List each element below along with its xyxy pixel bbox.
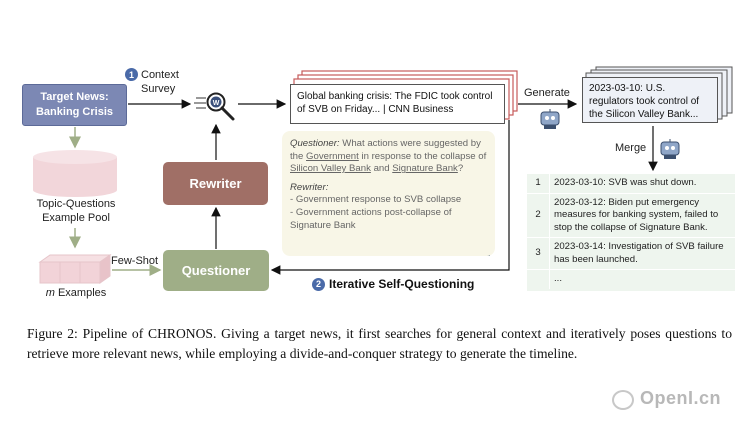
question-part-2: in response to the collapse of — [361, 150, 487, 162]
entity-signature-bank: Signature Bank — [392, 163, 458, 175]
row-number — [527, 270, 550, 289]
row-text: ... — [554, 273, 562, 284]
context-survey-label: 1 Context Survey — [125, 68, 199, 96]
rewrites: Rewriter: - Government response to SVB c… — [290, 182, 487, 232]
robot-icon-generate — [540, 109, 560, 129]
step1-badge: 1 — [125, 68, 138, 81]
arrow-loop-to-questioner — [270, 120, 510, 275]
svg-text:W: W — [213, 100, 220, 107]
table-row: 2 2023-03-12: Biden put emergency measur… — [527, 193, 735, 238]
entity-svb: Silicon Valley Bank — [290, 163, 371, 175]
row-number: 3 — [527, 238, 550, 269]
generate-label: Generate — [524, 87, 570, 99]
iterative-text: Iterative Self-Questioning — [329, 277, 475, 291]
questioner-label: Questioner — [181, 263, 251, 278]
timeline-card-text: 2023-03-10: U.S. regulators took control… — [589, 83, 700, 120]
merge-label: Merge — [615, 142, 647, 154]
rewriter-label: Rewriter — [189, 176, 242, 191]
web-search-icon: W — [194, 92, 235, 121]
table-row: 3 2023-03-14: Investigation of SVB failu… — [527, 238, 735, 270]
rewrite-item-1: - Government response to SVB collapse — [290, 194, 462, 206]
question-part-1: What actions were suggested by the — [290, 138, 481, 162]
table-row: ... — [527, 270, 735, 289]
step2-badge: 2 — [312, 277, 325, 291]
examples-blocks-icon — [38, 254, 112, 284]
context-survey-text: Context Survey — [141, 69, 179, 95]
iterative-self-questioning-label: 2 Iterative Self-Questioning — [312, 277, 474, 291]
timeline-table: 1 2023-03-10: SVB was shut down. 2 2023-… — [527, 174, 735, 291]
target-news-box: Target News: Banking Crisis — [22, 84, 127, 126]
row-text: 2023-03-10: SVB was shut down. — [554, 177, 697, 188]
row-number: 2 — [527, 193, 550, 237]
few-shot-label: Few-Shot — [111, 255, 159, 267]
rewriter-box: Rewriter — [163, 162, 268, 205]
self-questioning-panel: Questioner: What actions were suggested … — [282, 131, 495, 256]
entity-government: Government — [306, 150, 359, 162]
figure-caption: Figure 2: Pipeline of CHRONOS. Giving a … — [27, 326, 732, 361]
table-row: 1 2023-03-10: SVB was shut down. — [527, 174, 735, 194]
questioner-box: Questioner — [163, 250, 269, 291]
news-card: Global banking crisis: The FDIC took con… — [290, 84, 505, 124]
rewrite-item-2: - Government actions post-collapse of Si… — [290, 206, 452, 231]
example-pool-database-icon — [33, 150, 117, 197]
question-text: Questioner: What actions were suggested … — [290, 138, 487, 176]
row-text: 2023-03-12: Biden put emergency measures… — [554, 196, 719, 233]
watermark-logo-icon — [612, 390, 634, 410]
watermark: OpenI.cn — [640, 388, 722, 408]
questioner-tag: Questioner: — [290, 138, 340, 149]
row-text: 2023-03-14: Investigation of SVB failure… — [554, 241, 724, 265]
rewriter-tag: Rewriter: — [290, 181, 329, 193]
news-card-text: Global banking crisis: The FDIC took con… — [297, 91, 493, 115]
question-end: ? — [457, 163, 464, 175]
example-pool-label: Topic-Questions Example Pool — [36, 198, 116, 224]
robot-icon-merge — [660, 139, 680, 159]
target-news-label: Target News: Banking Crisis — [35, 91, 114, 118]
question-and: and — [373, 163, 390, 175]
row-number: 1 — [527, 174, 550, 193]
examples-label: m Examples — [45, 287, 107, 299]
timeline-card: 2023-03-10: U.S. regulators took control… — [582, 77, 718, 123]
